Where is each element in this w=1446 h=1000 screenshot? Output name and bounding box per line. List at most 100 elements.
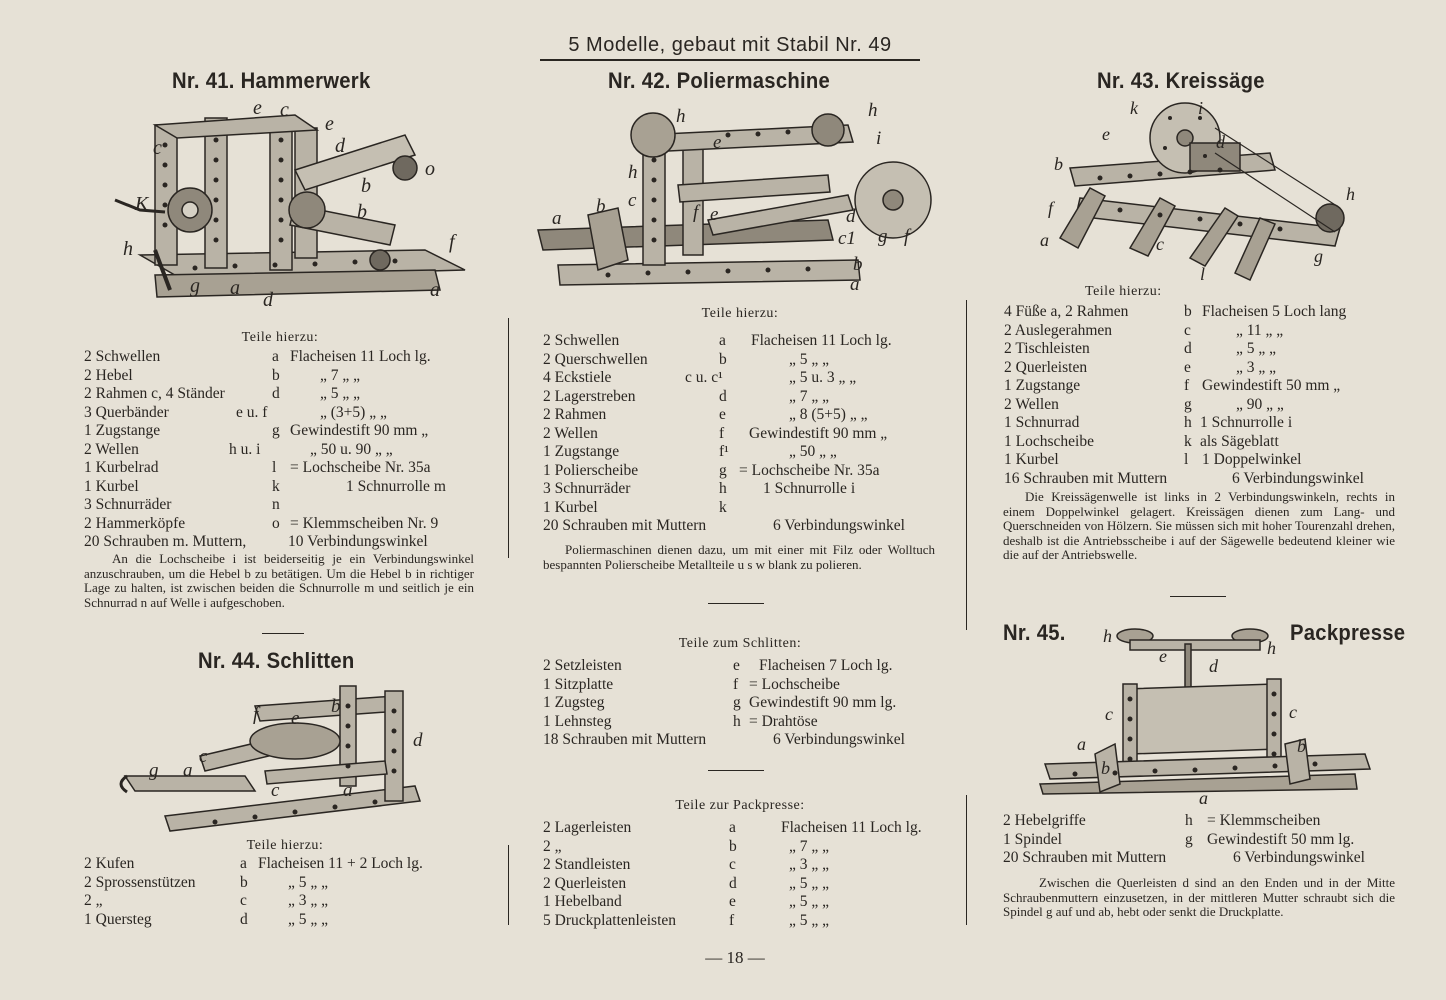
- model45-label: b: [1297, 736, 1306, 756]
- model42-title: Nr. 42. Poliermaschine: [608, 68, 831, 93]
- model41-label: b: [361, 175, 371, 197]
- model42-label: f: [693, 202, 701, 223]
- model43-label: f: [1048, 198, 1056, 218]
- parts-row: 2 „b„ 7 „ „: [543, 837, 830, 855]
- model43-label: d: [1216, 132, 1226, 152]
- model41-title: Nr. 41. Hammerwerk: [172, 68, 371, 93]
- model41-label: h: [123, 238, 133, 260]
- model44-label: a: [183, 760, 193, 781]
- model42-label: e: [713, 132, 721, 153]
- model44-label: e: [291, 708, 299, 729]
- model45-label: h: [1267, 638, 1276, 658]
- model44-title: Nr. 44. Schlitten: [198, 648, 355, 673]
- model43-label: b: [1054, 154, 1063, 174]
- model43-label: k: [1130, 98, 1139, 118]
- model42-label: h: [868, 100, 878, 121]
- model43-title: Nr. 43. Kreissäge: [1097, 68, 1265, 93]
- model43-label: g: [1314, 246, 1323, 266]
- model43-label: e: [1102, 124, 1110, 144]
- model42-label: e: [710, 204, 718, 225]
- model41-teile-label: Teile hierzu:: [241, 330, 319, 345]
- model42-label: h: [676, 106, 686, 127]
- model44-label: f: [253, 704, 261, 725]
- model43-illustration: k i e d b f h a c g l: [1040, 98, 1355, 284]
- model41-label: a: [230, 277, 240, 299]
- parts-row: 2 „c„ 3 „ „: [84, 892, 329, 909]
- model45-label: d: [1209, 656, 1219, 676]
- model43-label: l: [1200, 264, 1205, 284]
- model44-label: g: [149, 760, 159, 781]
- model41-label: e: [253, 100, 262, 119]
- model42-label: b: [596, 196, 606, 217]
- model43-description: Die Kreissägenwelle ist links in 2 Verbi…: [1003, 489, 1395, 562]
- model42-label: f: [904, 226, 912, 247]
- model41-label: K: [134, 193, 150, 215]
- model44-label: b: [331, 696, 341, 717]
- model41-label: d: [335, 135, 346, 157]
- model41-label: b: [357, 201, 367, 223]
- model41-label: f: [449, 231, 457, 253]
- column-divider-right: [966, 300, 967, 630]
- section-rule: [262, 633, 304, 634]
- model45-label: b: [1101, 758, 1110, 778]
- section-rule: [708, 770, 764, 771]
- model42-label: h: [628, 162, 638, 183]
- model43-teile-label: Teile hierzu:: [1085, 284, 1162, 299]
- packpresse-teile-label: Teile zur Packpresse:: [675, 798, 805, 813]
- model41-label: o: [425, 158, 435, 180]
- model43-label: i: [1198, 98, 1203, 118]
- model45-title-number: Nr. 45.: [1003, 620, 1066, 645]
- model41-label: c: [153, 137, 162, 159]
- model41-label: d: [263, 289, 274, 311]
- model44-label: a: [343, 780, 353, 801]
- model45-label: e: [1159, 646, 1167, 666]
- model43-label: h: [1346, 184, 1355, 204]
- model45-label: c: [1105, 704, 1113, 724]
- model44-illustration: f e b d g c a c a: [119, 685, 423, 832]
- model43-label: c: [1156, 234, 1164, 254]
- model42-description: Poliermaschinen dienen dazu, um mit eine…: [543, 542, 935, 572]
- model45-illustration: h h e d c c a b b a: [1039, 626, 1372, 808]
- model41-label: e: [325, 113, 334, 135]
- model42-teile-label: Teile hierzu:: [701, 306, 779, 321]
- model42-illustration: h h i e h c f e b a d c1 g f b a: [537, 100, 932, 295]
